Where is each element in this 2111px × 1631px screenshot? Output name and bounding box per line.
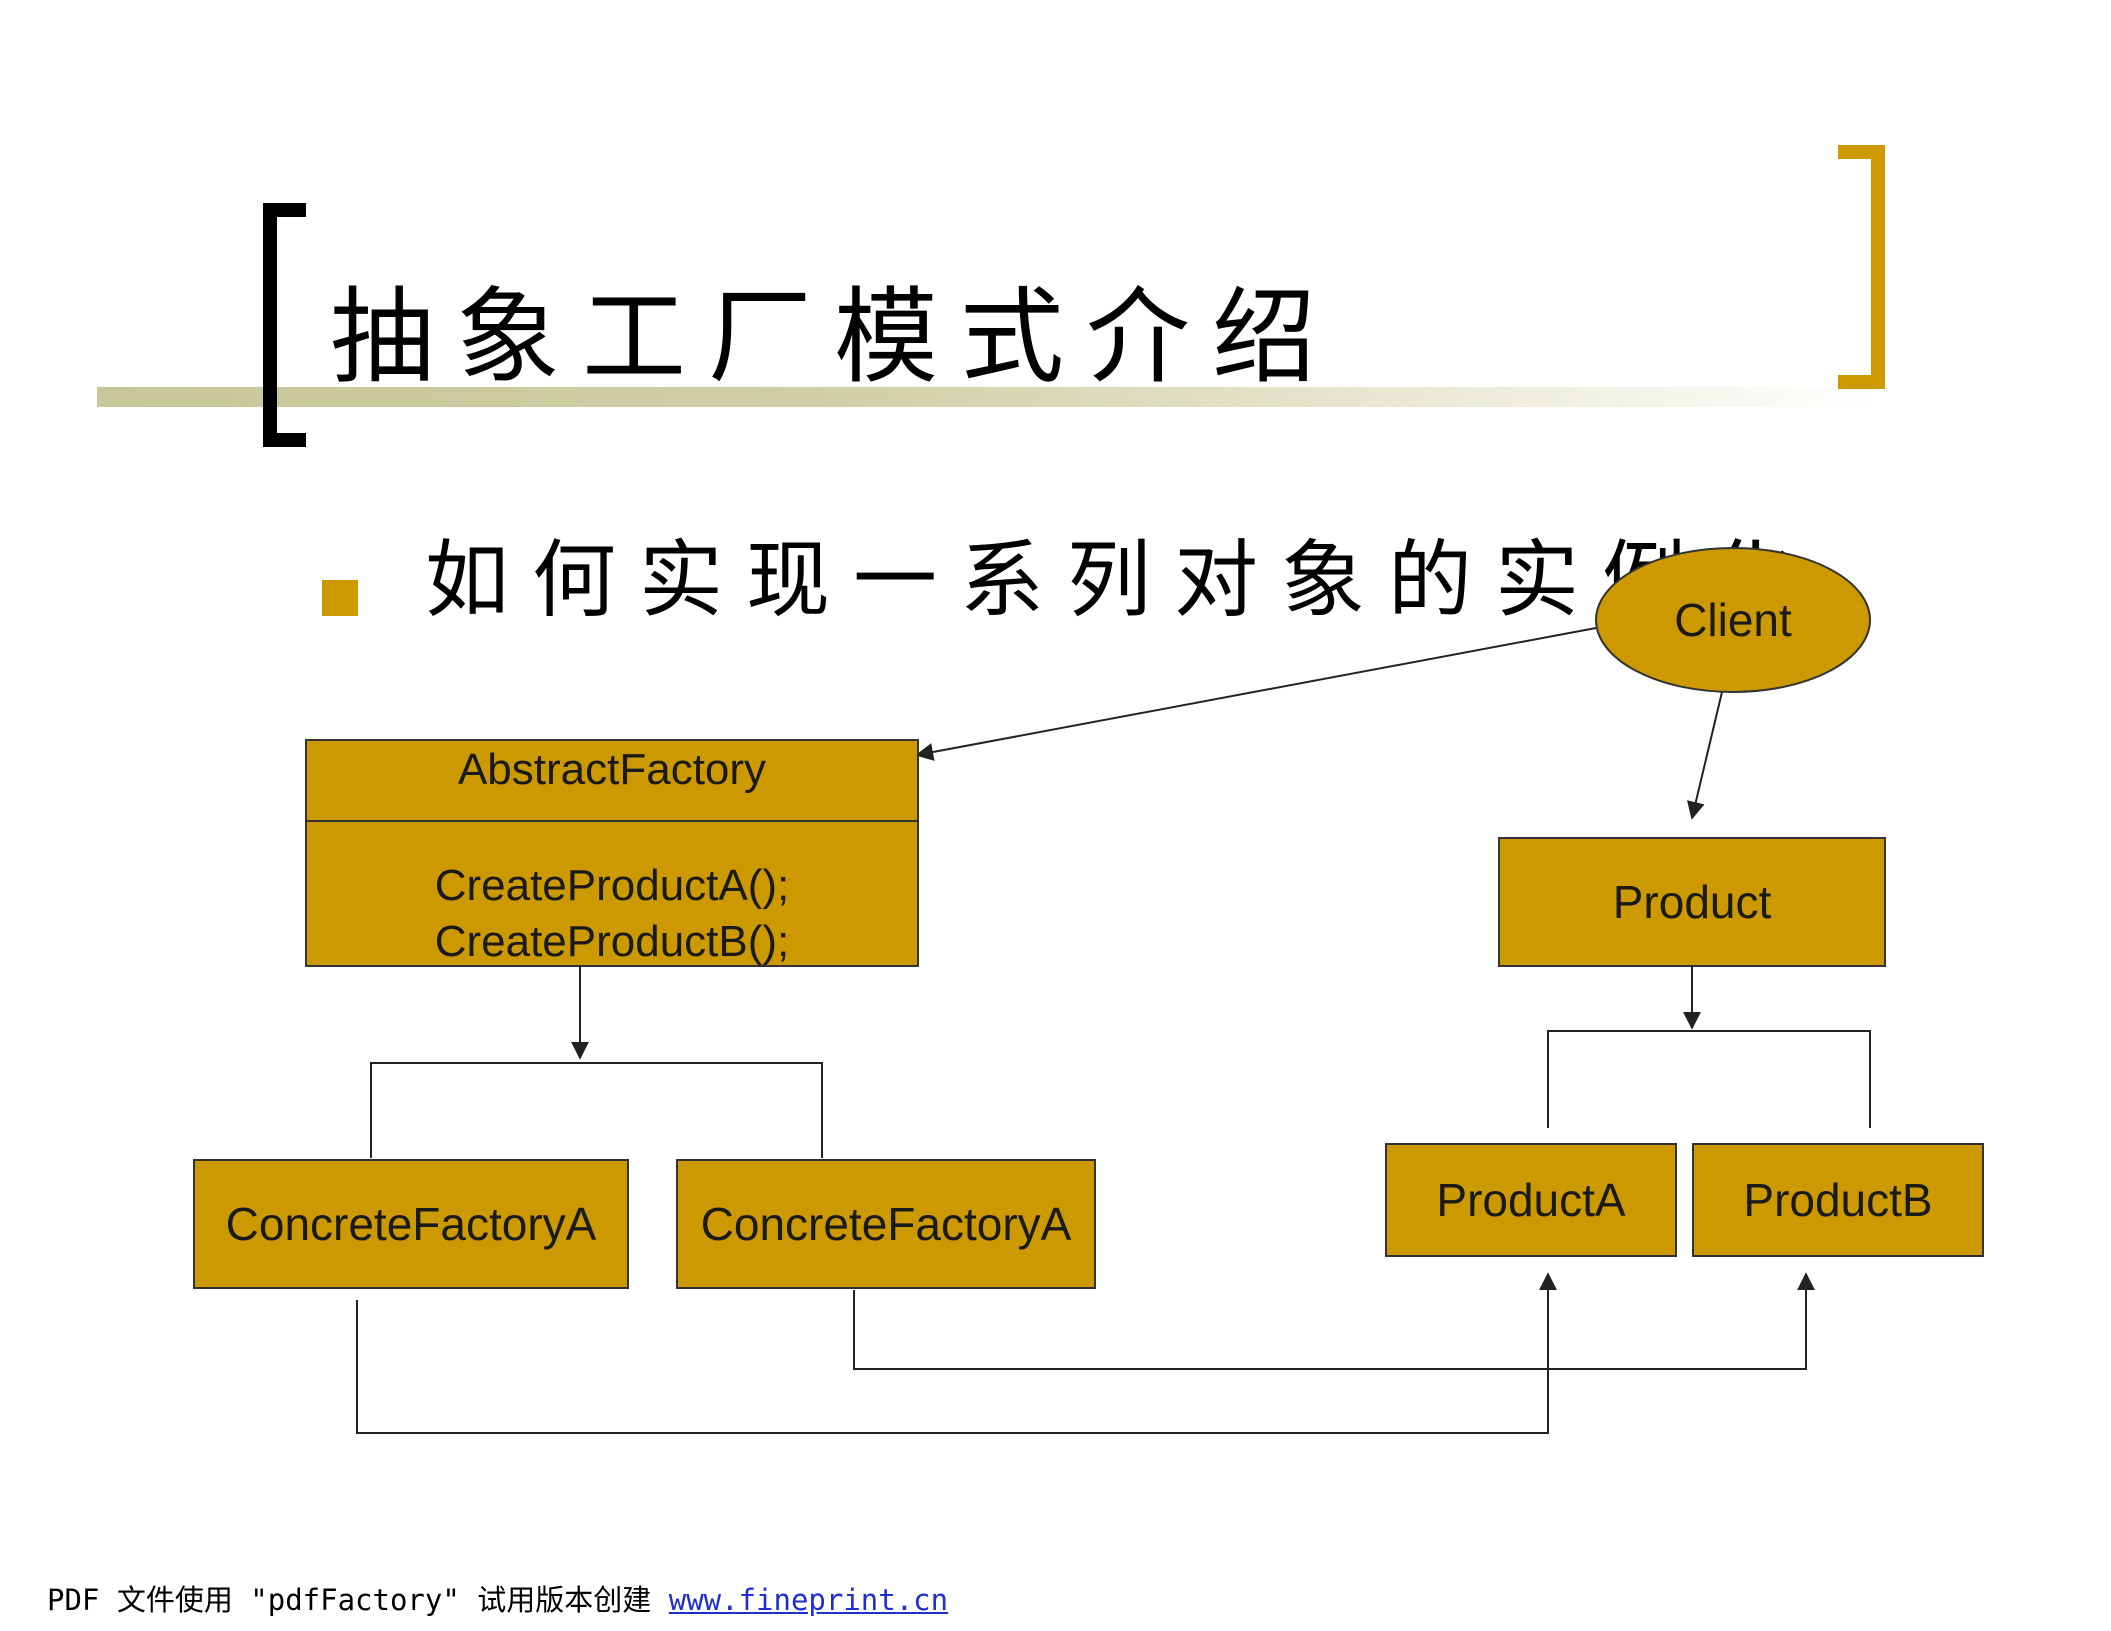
product-label: Product <box>1613 876 1772 928</box>
bullet-text: 如何实现一系列对象的实例化 <box>425 531 1817 629</box>
slide-title: 抽象工厂模式介绍 <box>330 276 1339 398</box>
abstract-factory-method-a: CreateProductA(); <box>435 861 790 910</box>
pdf-footer: PDF 文件使用 "pdfFactory" 试用版本创建 www.finepri… <box>47 1577 948 1619</box>
abstract-factory-name: AbstractFactory <box>458 745 766 794</box>
title-underline-bar <box>97 387 1877 407</box>
abstract-factory-method-b: CreateProductB(); <box>435 917 790 966</box>
product-a-box <box>1385 1143 1677 1257</box>
footer-text: PDF 文件使用 "pdfFactory" 试用版本创建 <box>47 1583 669 1617</box>
product-box <box>1498 837 1886 967</box>
product-b-label: ProductB <box>1743 1174 1932 1226</box>
product-a-label: ProductA <box>1436 1174 1626 1226</box>
right-bracket <box>1838 145 1885 389</box>
product-inheritance-bracket <box>1547 1030 1871 1128</box>
footer-link[interactable]: www.fineprint.cn <box>668 1583 949 1617</box>
bullet-square-icon <box>322 580 358 616</box>
client-label: Client <box>1674 594 1792 646</box>
concrete-factory-b-label: ConcreteFactoryA <box>701 1198 1072 1250</box>
factory1-creates-producta-arrow <box>356 1272 1557 1434</box>
concrete-factory-b-box <box>676 1159 1096 1289</box>
abstract-factory-box <box>305 739 919 967</box>
client-to-product-arrow <box>1686 691 1723 820</box>
factory-inheritance-bracket <box>370 1062 823 1158</box>
concrete-factory-a-label: ConcreteFactoryA <box>226 1198 597 1250</box>
concrete-factory-a-box <box>193 1159 629 1289</box>
client-node <box>1595 547 1871 693</box>
left-bracket <box>263 203 306 447</box>
factory2-creates-productb-arrow <box>853 1272 1815 1370</box>
product-b-box <box>1692 1143 1984 1257</box>
client-to-factory-arrow <box>915 627 1597 761</box>
